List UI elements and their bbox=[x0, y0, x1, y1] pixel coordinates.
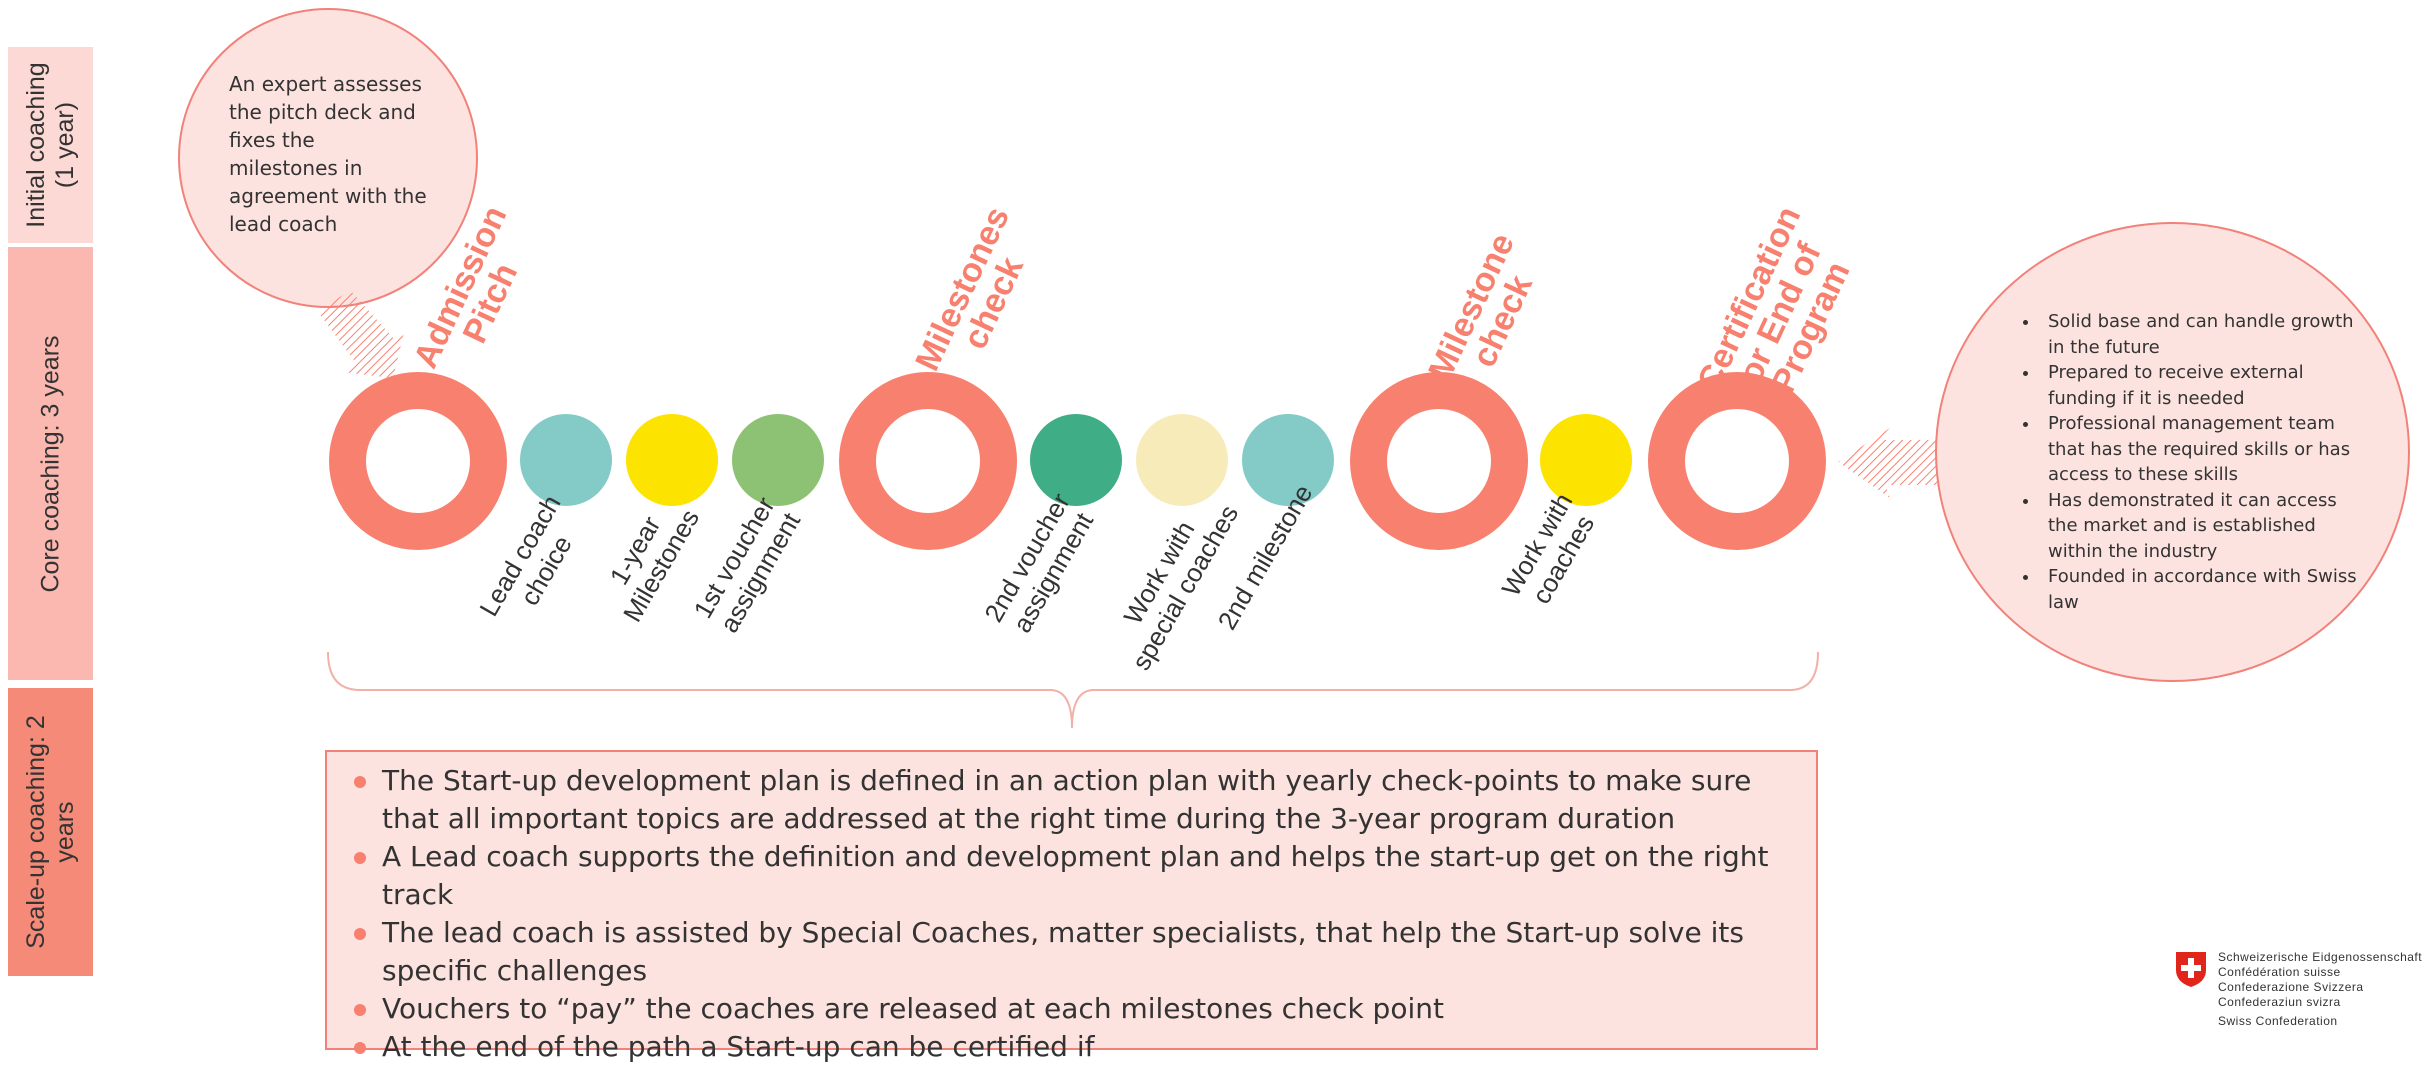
phase-scaleup-coaching: Scale-up coaching: 2 years bbox=[8, 688, 93, 976]
criteria-item: Professional management team that has th… bbox=[2040, 411, 2370, 488]
logo-line: Confederaziun svizra bbox=[2218, 995, 2341, 1009]
step-dot-special-coaches bbox=[1136, 414, 1228, 506]
phase-initial-label-line2: (1 year) bbox=[50, 101, 79, 189]
summary-brace bbox=[327, 651, 1819, 729]
program-summary-box: The Start-up development plan is defined… bbox=[325, 750, 1818, 1063]
milestone-title-milestone-check: Milestone check bbox=[1420, 223, 1553, 406]
program-summary-list: The Start-up development plan is defined… bbox=[327, 752, 1816, 1066]
milestone-ring-milestones-check bbox=[839, 372, 1017, 550]
logo-line: Confederazione Svizzera bbox=[2218, 980, 2364, 994]
confederation-logo-text: Schweizerische Eidgenossenschaft Confédé… bbox=[2218, 950, 2422, 1029]
step-dot-1st-voucher bbox=[732, 414, 824, 506]
logo-line: Schweizerische Eidgenossenschaft bbox=[2218, 950, 2423, 964]
criteria-item: Prepared to receive external funding if … bbox=[2040, 360, 2370, 411]
criteria-item: Solid base and can handle growth in the … bbox=[2040, 309, 2370, 360]
summary-item: The lead coach is assisted by Special Co… bbox=[352, 914, 1796, 990]
expert-callout-bubble bbox=[178, 8, 478, 308]
phase-initial-label: Initial coaching (1 year) bbox=[22, 62, 80, 227]
milestone-title-certification: Certification or End of Program bbox=[1685, 187, 1875, 439]
step-dot-2nd-voucher bbox=[1030, 414, 1122, 506]
milestone-ring-milestone-check bbox=[1350, 372, 1528, 550]
phase-initial-label-line1: Initial coaching bbox=[21, 62, 50, 228]
phase-core-coaching: Core coaching: 3 years bbox=[8, 247, 93, 680]
swiss-cross-logo-icon bbox=[2176, 952, 2206, 987]
expert-callout-text: An expert assesses the pitch deck and fi… bbox=[229, 72, 427, 236]
summary-item: A Lead coach supports the definition and… bbox=[352, 838, 1796, 914]
summary-item: The Start-up development plan is defined… bbox=[352, 762, 1796, 838]
milestone-title-milestones-check: Milestones check bbox=[907, 196, 1049, 397]
phase-scaleup-label-line2: years bbox=[50, 801, 79, 863]
certification-criteria-bubble bbox=[1935, 222, 2410, 682]
milestone-ring-admission bbox=[329, 372, 507, 550]
logo-line: Swiss Confederation bbox=[2218, 1014, 2338, 1028]
logo-line: Confédération suisse bbox=[2218, 965, 2341, 979]
summary-item: Vouchers to “pay” the coaches are releas… bbox=[352, 990, 1796, 1028]
phase-core-label: Core coaching: 3 years bbox=[36, 334, 64, 593]
phase-initial-coaching: Initial coaching (1 year) bbox=[8, 47, 93, 243]
phase-scaleup-label: Scale-up coaching: 2 years bbox=[22, 715, 80, 948]
step-dot-work-with-coaches bbox=[1540, 414, 1632, 506]
criteria-item: Founded in accordance with Swiss law bbox=[2040, 564, 2370, 615]
summary-item: At the end of the path a Start-up can be… bbox=[352, 1028, 1796, 1066]
phase-scaleup-label-line1: Scale-up coaching: 2 bbox=[21, 715, 50, 949]
step-dot-2nd-milestone bbox=[1242, 414, 1334, 506]
right-arrow-icon bbox=[1838, 428, 1937, 498]
criteria-item: Has demonstrated it can access the marke… bbox=[2040, 488, 2370, 565]
step-dot-lead-coach bbox=[520, 414, 612, 506]
certification-criteria-list: Solid base and can handle growth in the … bbox=[2010, 309, 2370, 615]
step-dot-1-year-milestones bbox=[626, 414, 718, 506]
step-label-special-coaches: Work with special coaches bbox=[1096, 478, 1248, 681]
